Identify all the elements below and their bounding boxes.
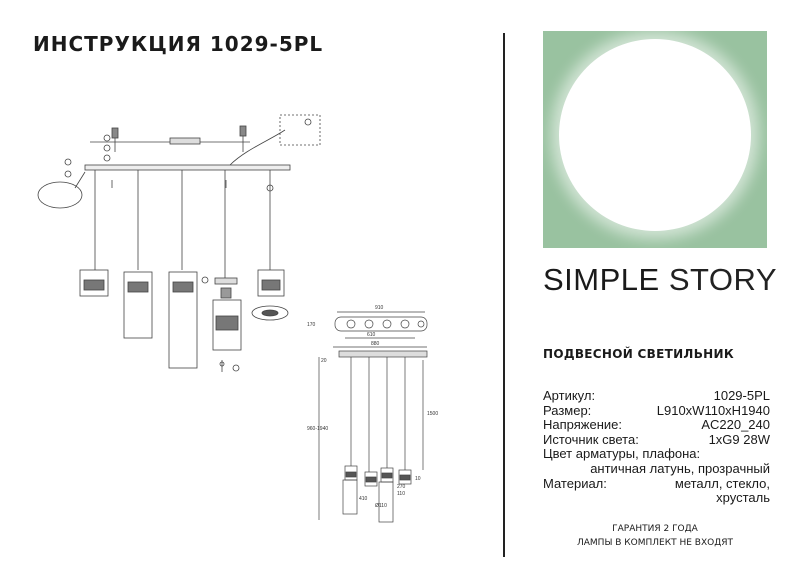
spec-value: 1029-5PL <box>713 388 770 403</box>
dim-10: 10 <box>415 476 421 482</box>
spec-row-source: Источник света: 1xG9 28W <box>543 431 770 448</box>
page-title: ИНСТРУКЦИЯ 1029-5PL <box>33 32 324 56</box>
dim-410: 410 <box>359 496 368 502</box>
dimension-diagram: 910 610 880 170 20 1500 960-1940 410 Ø11… <box>307 305 438 523</box>
brand-word-2: STORY <box>668 262 778 297</box>
dim-1500: 1500 <box>427 411 438 417</box>
footer-notes: ГАРАНТИЯ 2 ГОДА ЛАМПЫ В КОМПЛЕКТ НЕ ВХОД… <box>540 522 770 550</box>
dim-880: 880 <box>371 341 380 347</box>
dim-910: 910 <box>375 305 384 311</box>
assembly-diagram <box>37 114 321 372</box>
spec-label: Материал: <box>543 475 607 491</box>
brand-word-1: SIMPLE <box>543 262 660 297</box>
warranty-note: ГАРАНТИЯ 2 ГОДА <box>612 524 698 534</box>
dim-270: 270 <box>397 484 406 490</box>
dim-610: 610 <box>367 332 376 338</box>
spec-row-material: Материал: металл, стекло, <box>543 475 770 492</box>
spec-value: 1xG9 28W <box>708 431 770 447</box>
brand-name: SIMPLE STORY <box>543 262 777 298</box>
moon-circle <box>559 39 751 231</box>
dim-110: Ø110 <box>375 503 387 509</box>
spec-label: Размер: <box>543 402 592 418</box>
dim-170: 170 <box>307 322 316 328</box>
spec-list: Артикул: 1029-5PL Размер: L910xW110xH194… <box>543 388 770 506</box>
spec-value: AC220_240 <box>701 417 770 433</box>
product-type: ПОДВЕСНОЙ СВЕТИЛЬНИК <box>543 347 734 361</box>
dim-range: 960-1940 <box>307 426 328 432</box>
spec-label: Напряжение: <box>543 417 622 433</box>
spec-value: L910xW110xH1940 <box>656 402 770 418</box>
dim-110b: 110 <box>397 491 405 497</box>
lamps-note: ЛАМПЫ В КОМПЛЕКТ НЕ ВХОДЯТ <box>576 538 734 548</box>
spec-row-article: Артикул: 1029-5PL <box>543 388 770 404</box>
spec-row-color-value: античная латунь, прозрачный <box>590 460 770 476</box>
spec-row-color-label: Цвет арматуры, плафона: <box>543 446 701 462</box>
spec-value: металл, стекло, <box>674 475 770 491</box>
brand-logo-graphic <box>543 31 767 248</box>
dim-20: 20 <box>321 358 327 364</box>
spec-row-size: Размер: L910xW110xH1940 <box>543 402 770 419</box>
spec-label: Источник света: <box>543 431 639 447</box>
spec-label: Артикул: <box>543 388 596 403</box>
spec-row-voltage: Напряжение: AC220_240 <box>543 418 770 433</box>
vertical-divider <box>503 33 505 557</box>
spec-row-material-cont: хрусталь <box>716 490 770 506</box>
